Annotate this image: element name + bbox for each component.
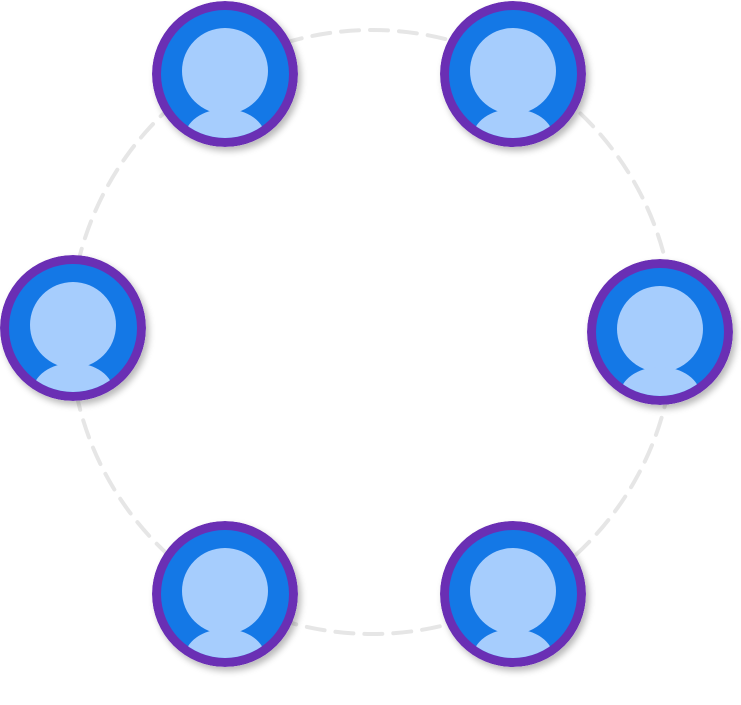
user-avatar-bottom-left — [152, 521, 298, 667]
user-avatar-middle-right — [587, 259, 733, 405]
user-avatar-middle-left — [0, 255, 146, 401]
user-avatar-bottom-right — [440, 521, 586, 667]
user-icon — [152, 1, 298, 147]
dashed-ring-circle — [68, 28, 676, 636]
user-icon — [440, 521, 586, 667]
user-icon — [0, 255, 146, 401]
user-icon — [152, 521, 298, 667]
user-avatar-top-right — [440, 1, 586, 147]
user-icon — [587, 259, 733, 405]
user-icon — [440, 1, 586, 147]
user-avatar-top-left — [152, 1, 298, 147]
